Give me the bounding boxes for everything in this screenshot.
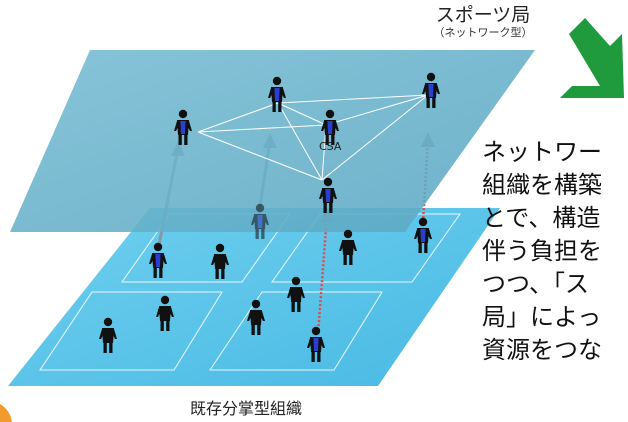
existing-org-label: 既存分掌型組織 bbox=[190, 399, 303, 418]
csa-label: CSA bbox=[319, 140, 342, 153]
side-text-line: つつ、「ス bbox=[482, 270, 590, 298]
bottom-plane bbox=[8, 208, 500, 386]
side-text-line: 伴う負担を bbox=[482, 237, 602, 265]
green-down-arrow-icon bbox=[560, 18, 624, 98]
top-plane bbox=[10, 50, 535, 232]
network-links bbox=[197, 94, 429, 181]
bureau-title: スポーツ局 bbox=[435, 4, 531, 26]
side-text-line: ネットワー bbox=[482, 138, 602, 166]
side-text-line: 資源をつな bbox=[482, 336, 602, 364]
side-text-line: 組織を構築 bbox=[482, 171, 602, 199]
side-text-line: 局」によっ bbox=[482, 303, 602, 331]
orange-corner-shape bbox=[0, 404, 12, 422]
side-description: ネットワー 組織を構築 とで、構造 伴う負担を つつ、「ス 局」によっ 資源をつ… bbox=[482, 136, 628, 367]
side-text-line: とで、構造 bbox=[482, 204, 601, 232]
bureau-subtitle: （ネットワーク型） bbox=[433, 26, 533, 39]
